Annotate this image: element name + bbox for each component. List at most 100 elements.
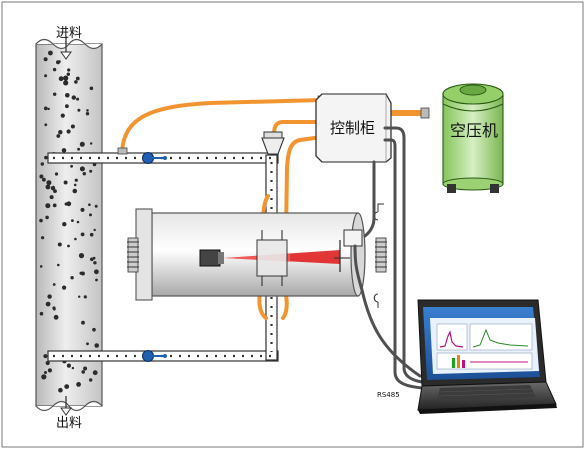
material-particle <box>58 387 63 393</box>
material-particle <box>78 295 81 298</box>
material-particle <box>80 232 85 237</box>
material-particle <box>66 72 71 76</box>
material-particle <box>89 213 92 217</box>
material-particle <box>57 242 62 247</box>
material-particle <box>70 276 74 280</box>
valve-upper <box>142 152 167 164</box>
material-particle <box>45 360 50 366</box>
material-particle <box>81 320 85 325</box>
material-particle <box>83 366 88 371</box>
material-particle <box>65 104 69 109</box>
feed-in-label: 进料 <box>56 26 83 41</box>
material-particle <box>89 232 94 237</box>
material-particle <box>61 148 67 153</box>
material-particle <box>92 327 96 332</box>
inlet-valve <box>261 131 285 155</box>
material-particle <box>58 76 64 82</box>
material-particle <box>58 130 63 135</box>
air-fitting <box>117 147 128 155</box>
material-particle <box>94 204 98 208</box>
material-particle <box>73 183 77 187</box>
signal-cables <box>353 126 424 390</box>
material-particle <box>57 263 60 267</box>
material-particle <box>43 57 48 62</box>
material-particle <box>62 222 67 227</box>
material-particle <box>44 74 48 78</box>
material-particle <box>90 142 93 145</box>
material-particle <box>63 75 69 81</box>
laptop-icon <box>417 299 557 414</box>
material-particle <box>74 237 77 241</box>
material-particle <box>76 382 81 387</box>
material-particle <box>60 113 65 118</box>
material-particle <box>79 166 85 172</box>
material-particle <box>76 97 80 101</box>
material-particle <box>47 368 53 373</box>
control-cabinet-icon <box>315 93 392 163</box>
material-particle <box>66 363 71 368</box>
material-particle <box>54 172 59 176</box>
material-particle <box>52 203 57 208</box>
material-particle <box>92 370 98 376</box>
material-particle <box>44 155 48 160</box>
material-particle <box>52 67 57 72</box>
material-particle <box>77 147 80 151</box>
material-particle <box>39 174 44 179</box>
material-particle <box>95 278 98 282</box>
material-particle <box>82 172 87 176</box>
material-particle <box>39 311 44 316</box>
material-particle <box>79 141 85 147</box>
material-particle <box>86 109 89 112</box>
measurement-chamber <box>127 208 366 301</box>
material-particle <box>66 129 71 134</box>
material-particle <box>89 378 93 382</box>
material-particle <box>45 301 51 307</box>
material-particle <box>63 80 69 86</box>
material-particle <box>41 236 45 240</box>
material-particle <box>77 108 81 112</box>
material-particle <box>80 207 85 212</box>
material-particle <box>74 178 78 182</box>
material-particle <box>40 162 44 166</box>
material-particle <box>53 189 57 194</box>
material-particle <box>94 343 99 348</box>
material-particle <box>43 354 48 359</box>
material-particle <box>45 215 49 220</box>
material-particle <box>52 283 56 286</box>
material-particle <box>90 257 94 262</box>
detector-mount <box>373 203 387 308</box>
material-particle <box>43 106 48 111</box>
material-particle <box>86 342 89 346</box>
material-particle <box>39 265 43 268</box>
material-particle <box>47 107 50 111</box>
material-particle <box>49 195 54 200</box>
material-particle <box>52 306 56 310</box>
material-particle <box>85 112 90 116</box>
material-particle <box>89 169 93 173</box>
material-particle <box>56 134 61 138</box>
air-compressor-label: 空压机 <box>450 121 499 140</box>
material-particle <box>67 68 71 72</box>
material-particle <box>71 366 75 370</box>
material-particle <box>71 219 74 223</box>
material-particle <box>53 92 57 96</box>
material-particle <box>92 256 96 260</box>
control-cabinet-label: 控制柜 <box>330 119 376 137</box>
material-particle <box>75 76 80 81</box>
material-particle <box>62 285 67 290</box>
material-particle <box>88 203 91 206</box>
material-particle <box>63 180 68 185</box>
material-particle <box>52 185 55 189</box>
material-particle <box>93 228 96 232</box>
material-particle <box>65 93 70 98</box>
material-particle <box>64 384 70 389</box>
material-particle <box>83 295 87 299</box>
material-particle <box>71 95 77 100</box>
material-particle <box>44 123 48 127</box>
material-particle <box>89 86 94 91</box>
material-particle <box>81 370 85 374</box>
material-particle <box>94 269 99 275</box>
material-particle <box>47 294 52 299</box>
